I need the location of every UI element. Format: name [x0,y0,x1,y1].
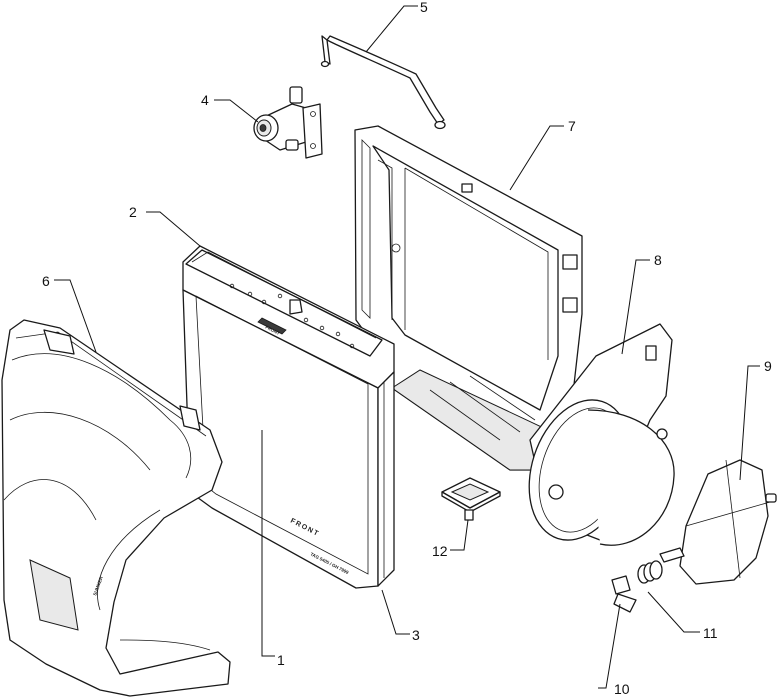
part-8-duct-collar [528,323,675,546]
part-6-front-cover: SUMMER [1,319,231,697]
callout-3: 3 [412,627,420,643]
callout-12: 12 [432,543,448,559]
leader-lines [54,5,760,689]
callout-11: 11 [703,625,718,641]
callout-5: 5 [420,0,428,15]
callout-8: 8 [654,252,662,268]
callout-7: 7 [568,118,576,134]
part-12-drain [441,477,501,521]
part-4-valve [253,86,323,159]
callout-10: 10 [614,681,630,697]
callout-4: 4 [201,92,209,108]
part-9-damper [679,459,777,585]
part-1-panel: FRONT FRONT TAG 5405 / GH 7999 [182,245,395,589]
part-11-spring [637,547,685,584]
part-5-tube [320,35,446,130]
callout-labels: 1 2 3 4 5 6 7 8 9 10 11 12 [42,0,772,697]
callout-6: 6 [42,273,50,289]
svg-text:FRONT: FRONT [265,324,281,336]
part-10-clip [611,575,637,613]
callout-2: 2 [129,204,137,220]
callout-1: 1 [277,652,285,668]
callout-9: 9 [764,358,772,374]
svg-text:SUMMER: SUMMER [92,575,104,596]
